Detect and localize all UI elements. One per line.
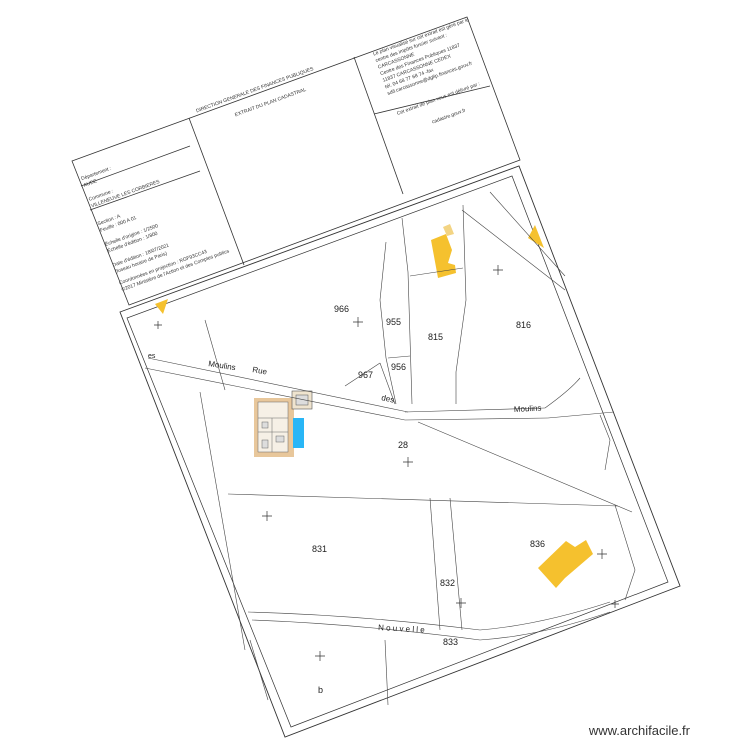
building-815-annex	[443, 224, 454, 236]
header-titles: DIRECTION GENERALE DES FINANCES PUBLIQUE…	[195, 66, 315, 118]
parcel-boundaries	[144, 191, 636, 706]
map-frame	[119, 165, 681, 738]
parcel-833: 833	[443, 637, 458, 647]
parcel-28: 28	[398, 440, 408, 450]
street-moulins-west: Moulins	[208, 359, 237, 372]
survey-crosses	[154, 265, 619, 661]
header-right-block: Le plan visualisé sur cet extrait est gé…	[372, 17, 481, 126]
building-836	[538, 540, 593, 588]
parcel-956: 956	[391, 362, 406, 372]
street-moulins-east: Moulins	[514, 404, 542, 414]
street-nouvelle: N o u v e l l e	[378, 623, 426, 634]
street-rue: Rue	[252, 365, 269, 377]
header-cartouche	[71, 16, 521, 306]
parcel-831: 831	[312, 544, 327, 554]
service-line-1: Le plan visualisé sur cet extrait est gé…	[372, 17, 470, 58]
street-fragment: es	[148, 353, 156, 360]
project-floor-plan	[257, 401, 289, 453]
parcel-967: 967	[358, 370, 373, 380]
building-left-edge	[155, 299, 168, 314]
pool	[293, 418, 304, 448]
parcel-832: 832	[440, 578, 455, 588]
street-labels: Moulins Rue des Moulins N o u v e l l e …	[148, 353, 542, 634]
website: cadastre.gouv.fr	[431, 108, 467, 126]
header-left-block: Département : AUDE Commune : VILLENEUVE …	[80, 166, 230, 293]
parcel-b: b	[318, 685, 323, 695]
building-816-corner	[528, 225, 544, 248]
parcel-815: 815	[428, 332, 443, 342]
building-815-north	[431, 234, 456, 278]
project-annex-inner	[295, 394, 309, 406]
department-value: AUDE	[83, 178, 99, 189]
street-des: des	[381, 393, 395, 404]
parcel-816: 816	[516, 320, 531, 330]
parcel-836: 836	[530, 539, 545, 549]
parcel-labels: 966 955 815 816 967 956 28 831 836 832 8…	[312, 304, 545, 695]
parcel-966: 966	[334, 304, 349, 314]
watermark: www.archifacile.fr	[588, 723, 690, 738]
parcel-955: 955	[386, 317, 401, 327]
